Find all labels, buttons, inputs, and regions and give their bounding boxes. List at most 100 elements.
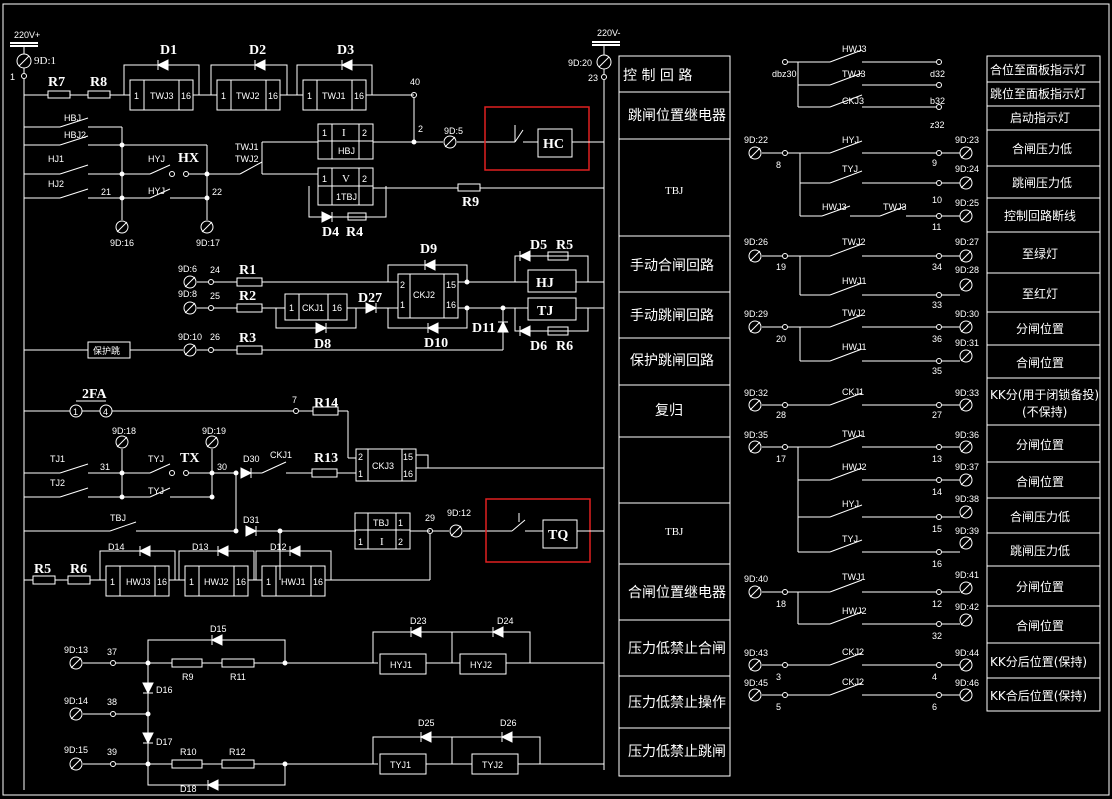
svg-text:3: 3 — [776, 672, 781, 682]
right-row: KK分(用于闭锁备投) — [990, 387, 1099, 402]
svg-text:I: I — [342, 127, 346, 139]
middle-label-panel — [618, 55, 731, 777]
supply-minus: 220V- — [597, 28, 621, 38]
svg-text:TWJ2: TWJ2 — [842, 237, 866, 247]
svg-text:9D:35: 9D:35 — [744, 430, 768, 440]
middle-row: 手动合闸回路 — [630, 258, 714, 274]
svg-text:9D:22: 9D:22 — [744, 135, 768, 145]
middle-row: 合闸位置继电器 — [628, 585, 726, 601]
svg-text:9D:36: 9D:36 — [955, 430, 979, 440]
svg-text:9D:18: 9D:18 — [112, 426, 136, 436]
svg-text:D18: D18 — [180, 784, 197, 794]
svg-text:CKJ1: CKJ1 — [270, 450, 292, 460]
middle-row: 跳闸位置继电器 — [628, 108, 726, 124]
svg-text:R9: R9 — [462, 195, 479, 210]
svg-text:b32: b32 — [930, 96, 945, 106]
svg-text:D16: D16 — [156, 685, 173, 695]
middle-row: TBJ — [665, 185, 684, 197]
svg-text:7: 7 — [292, 395, 297, 405]
svg-text:9D:6: 9D:6 — [178, 264, 197, 274]
svg-text:9D:31: 9D:31 — [955, 338, 979, 348]
svg-text:23: 23 — [588, 73, 598, 83]
svg-text:TYJ: TYJ — [842, 164, 858, 174]
svg-text:15: 15 — [403, 452, 413, 462]
svg-text:36: 36 — [932, 334, 942, 344]
svg-text:16: 16 — [236, 577, 246, 587]
svg-text:TYJ1: TYJ1 — [390, 760, 411, 770]
svg-text:D26: D26 — [500, 718, 517, 728]
svg-text:4: 4 — [932, 672, 937, 682]
svg-text:TYJ: TYJ — [842, 534, 858, 544]
svg-text:TWJ2: TWJ2 — [236, 91, 260, 101]
middle-row: 压力低禁止操作 — [628, 695, 726, 711]
svg-text:D1: D1 — [160, 43, 177, 58]
svg-text:40: 40 — [410, 77, 420, 87]
svg-text:38: 38 — [107, 697, 117, 707]
svg-text:CKJ3: CKJ3 — [372, 461, 394, 471]
svg-text:CKJ2: CKJ2 — [413, 290, 435, 300]
middle-row: 压力低禁止跳闸 — [628, 744, 726, 760]
svg-text:18: 18 — [776, 599, 786, 609]
svg-text:TYJ: TYJ — [148, 486, 164, 496]
trip-circuit: 1 4 2FA 7 R14 2 1 CKJ3 15 16 TJ1 TJ2 31 — [24, 387, 604, 597]
svg-text:13: 13 — [932, 454, 942, 464]
svg-text:TWJ3: TWJ3 — [883, 202, 907, 212]
svg-text:9: 9 — [932, 158, 937, 168]
right-row: 跳闸压力低 — [1010, 544, 1070, 558]
svg-text:22: 22 — [212, 187, 222, 197]
svg-text:9D:27: 9D:27 — [955, 237, 979, 247]
svg-text:D4: D4 — [322, 225, 339, 240]
svg-text:HWJ1: HWJ1 — [842, 276, 867, 286]
svg-text:29: 29 — [425, 513, 435, 523]
svg-text:15: 15 — [446, 280, 456, 290]
right-row: 分闸位置 — [1016, 321, 1064, 336]
svg-text:20: 20 — [776, 334, 786, 344]
right-label-panel — [986, 55, 1101, 712]
svg-text:16: 16 — [354, 91, 364, 101]
svg-text:9D:39: 9D:39 — [955, 526, 979, 536]
svg-text:26: 26 — [210, 332, 220, 342]
svg-text:2: 2 — [398, 537, 403, 547]
svg-text:HJ1: HJ1 — [48, 154, 64, 164]
svg-text:9D:45: 9D:45 — [744, 678, 768, 688]
svg-text:15: 15 — [932, 524, 942, 534]
svg-text:9D:8: 9D:8 — [178, 289, 197, 299]
svg-text:16: 16 — [932, 559, 942, 569]
svg-text:9D:24: 9D:24 — [955, 164, 979, 174]
middle-row: TBJ — [665, 526, 684, 538]
svg-text:TWJ3: TWJ3 — [842, 69, 866, 79]
svg-text:2: 2 — [400, 280, 405, 290]
svg-text:TWJ1: TWJ1 — [322, 91, 346, 101]
svg-text:37: 37 — [107, 647, 117, 657]
svg-text:HBJ2: HBJ2 — [64, 130, 86, 140]
svg-text:1: 1 — [322, 174, 327, 184]
svg-text:R1: R1 — [239, 263, 256, 278]
svg-text:TJ2: TJ2 — [50, 478, 65, 488]
svg-text:16: 16 — [403, 469, 413, 479]
middle-header: 控 制 回 路 — [623, 68, 692, 84]
svg-text:19: 19 — [776, 262, 786, 272]
svg-text:9D:46: 9D:46 — [955, 678, 979, 688]
hj-coil: HJ — [536, 276, 554, 291]
svg-text:D12: D12 — [270, 542, 287, 552]
svg-text:9D:29: 9D:29 — [744, 309, 768, 319]
svg-text:34: 34 — [932, 262, 942, 272]
svg-text:D10: D10 — [424, 336, 448, 351]
svg-text:D27: D27 — [358, 291, 382, 306]
svg-text:9D:40: 9D:40 — [744, 574, 768, 584]
svg-text:R13: R13 — [314, 451, 338, 466]
svg-text:21: 21 — [101, 187, 111, 197]
svg-text:R3: R3 — [239, 331, 256, 346]
svg-text:HWJ2: HWJ2 — [204, 577, 229, 587]
svg-text:28: 28 — [776, 410, 786, 420]
svg-text:16: 16 — [181, 91, 191, 101]
right-bus: 220V- 9D:20 23 — [568, 28, 621, 770]
svg-text:2FA: 2FA — [82, 387, 108, 402]
svg-text:2: 2 — [362, 128, 367, 138]
svg-text:HX: HX — [178, 151, 199, 166]
middle-row: 压力低禁止合闸 — [628, 641, 726, 657]
svg-text:25: 25 — [210, 291, 220, 301]
svg-text:D25: D25 — [418, 718, 435, 728]
twj-row: R7 R8 1 TWJ3 16 D1 1 TWJ2 16 D2 1 TWJ1 1… — [24, 43, 420, 142]
